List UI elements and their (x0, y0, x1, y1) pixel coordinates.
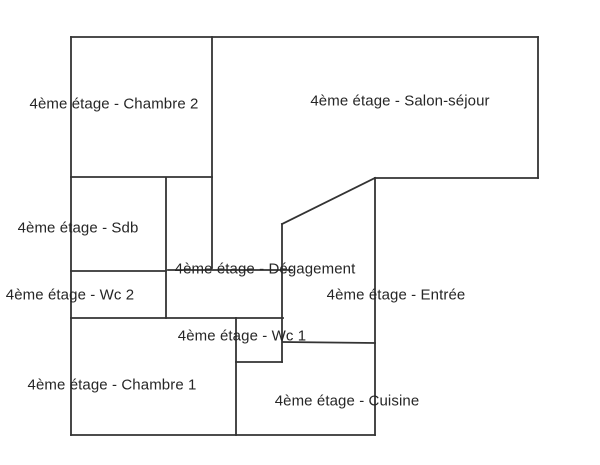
room-label-sdb: 4ème étage - Sdb (17, 219, 139, 237)
room-label-wc-1: 4ème étage - Wc 1 (177, 327, 307, 345)
room-label-chambre-2: 4ème étage - Chambre 2 (29, 95, 199, 113)
room-label-chambre-1: 4ème étage - Chambre 1 (27, 376, 197, 394)
room-label-entree: 4ème étage - Entrée (326, 286, 466, 304)
room-label-salon-sejour: 4ème étage - Salon-séjour (310, 92, 490, 110)
wall-salon-diagonal (280, 176, 377, 226)
room-label-wc-2: 4ème étage - Wc 2 (5, 286, 135, 304)
wall-entree-bottom (282, 341, 376, 344)
room-label-degagement: 4ème étage - Dégagement (174, 260, 356, 278)
room-label-cuisine: 4ème étage - Cuisine (274, 392, 420, 410)
